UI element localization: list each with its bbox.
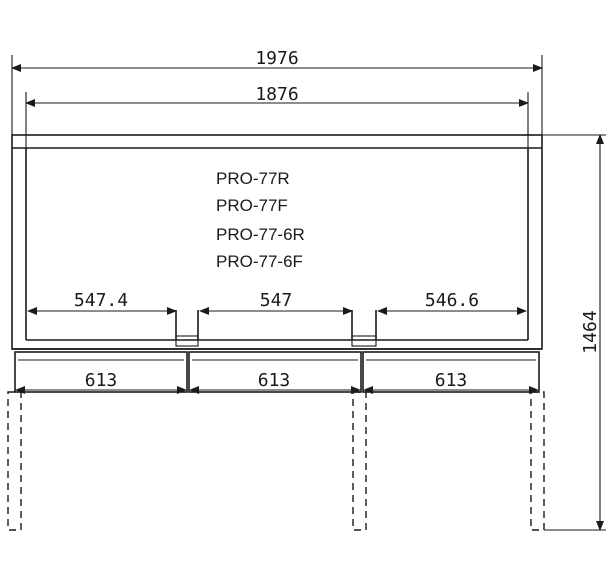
drawer-left-label: 613 xyxy=(85,370,118,391)
legs xyxy=(7,391,545,531)
dim-section-widths: 547.4 547 546.6 xyxy=(27,290,527,315)
model-name: PRO-77-6R xyxy=(216,225,305,244)
dim-inner-width: 1876 xyxy=(25,84,529,148)
section-middle-label: 547 xyxy=(260,290,293,311)
dim-overall-width: 1976 xyxy=(11,48,543,135)
overall-width-label: 1976 xyxy=(255,48,298,69)
model-name: PRO-77-6F xyxy=(216,252,303,271)
inner-width-label: 1876 xyxy=(255,84,298,105)
leg-left xyxy=(7,391,22,531)
leg-middle xyxy=(352,391,367,531)
section-right-label: 546.6 xyxy=(425,290,479,311)
divider-right xyxy=(351,335,377,347)
divider-left xyxy=(175,335,199,347)
height-label: 1464 xyxy=(580,310,601,353)
drawer-right-label: 613 xyxy=(435,370,468,391)
dim-height: 1464 xyxy=(542,134,606,531)
leg-right xyxy=(530,391,545,531)
model-list: PRO-77R PRO-77F PRO-77-6R PRO-77-6F xyxy=(216,169,305,271)
model-name: PRO-77R xyxy=(216,169,290,188)
model-name: PRO-77F xyxy=(216,196,288,215)
interior-bottom xyxy=(26,310,528,341)
drawer-middle-label: 613 xyxy=(258,370,291,391)
dim-drawer-widths: 613 613 613 xyxy=(15,370,539,394)
section-left-label: 547.4 xyxy=(74,290,128,311)
